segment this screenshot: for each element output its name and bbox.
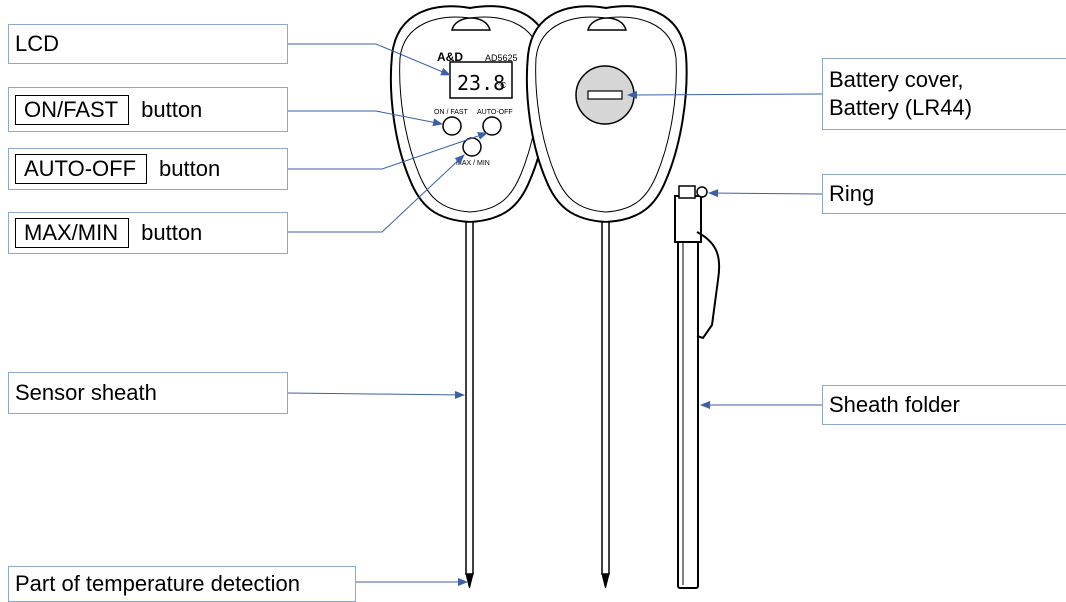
callout-temp-detection: Part of temperature detection [8,566,356,602]
leader-lines [287,43,823,586]
on-fast-button-shape[interactable] [442,116,462,136]
sheath-folder-body [677,239,699,589]
leader-auto-off [288,132,488,170]
back-body-inner [535,16,677,213]
back-probe [601,221,610,575]
model-label: AD5625 [485,53,518,63]
sheath-folder-drawing [674,185,721,589]
auto-off-button-shape[interactable] [482,116,502,136]
max-min-caption: MAX / MIN [456,160,490,167]
back-probe-tip [601,573,610,589]
callout-max-min: MAX/MIN button [8,212,288,254]
callout-battery: Battery cover, Battery (LR44) [822,58,1066,130]
callout-sheath-folder: Sheath folder [822,385,1066,425]
leader-battery [627,90,823,99]
leader-max-min [288,154,465,233]
battery-line2: Battery (LR44) [829,95,973,120]
lcd-reading: 23.8 [457,71,505,95]
sheath-folder-cap [674,195,702,243]
leader-sensor-sheath [287,390,465,399]
front-probe-tip [465,573,474,589]
back-view [525,5,688,589]
leader-ring [708,189,823,198]
ring-text: Ring [829,181,875,206]
battery-line1: Battery cover, [829,67,964,92]
back-hanging-slot [587,17,627,31]
sheath-folder-top [678,185,696,199]
callout-sensor-sheath: Sensor sheath [8,372,288,414]
ring-shape [696,186,708,198]
callout-lcd-text: LCD [15,31,60,56]
battery-cover-slot [587,90,623,100]
callout-ring: Ring [822,174,1066,214]
callout-auto-off: AUTO-OFF button [8,148,288,190]
on-fast-keycap: ON/FAST [15,94,130,125]
auto-off-caption: AUTO-OFF [477,109,513,116]
auto-off-keycap: AUTO-OFF [15,154,148,184]
sensor-sheath-text: Sensor sheath [15,380,157,405]
callout-on-fast: ON/FAST button [8,87,288,132]
temp-detection-text: Part of temperature detection [15,571,300,596]
on-fast-caption: ON / FAST [434,109,469,116]
leader-lcd [288,43,451,76]
auto-off-suffix: button [159,156,221,181]
on-fast-suffix: button [141,96,203,122]
leader-on-fast [288,110,443,127]
front-view: A&D AD5625 23.8 °C ON / FAST AUTO-OFF MA… [389,5,552,589]
max-min-suffix: button [141,220,203,245]
sheath-folder-text: Sheath folder [829,392,960,417]
lcd-window [449,61,513,99]
front-hanging-slot [451,17,491,31]
sheath-clip [696,231,721,340]
callout-lcd: LCD [8,24,288,64]
max-min-keycap: MAX/MIN [15,218,130,248]
front-probe [465,221,474,575]
brand-logo: A&D [437,50,463,64]
lcd-unit: °C [497,81,506,90]
front-body-outline [389,5,552,224]
